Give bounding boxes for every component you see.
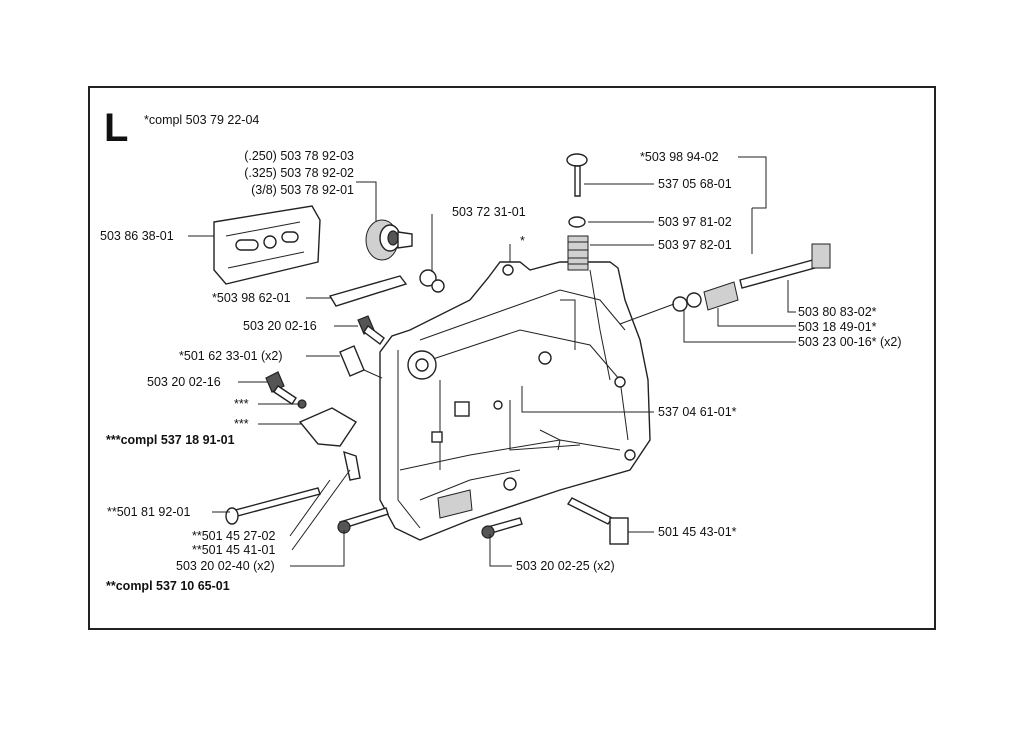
oil-pump-parts xyxy=(566,153,589,271)
bar-plate xyxy=(213,205,321,285)
label-501-62-33-01: *501 62 33-01 (x2) xyxy=(179,349,283,363)
label-503-97-82-01: 503 97 82-01 xyxy=(658,238,732,252)
label-537-05-68-01: 537 05 68-01 xyxy=(658,177,732,191)
clutch-cover xyxy=(379,261,651,541)
label-503-20-02-40: 503 20 02-40 (x2) xyxy=(176,559,275,573)
label-3star-a: *** xyxy=(234,397,249,411)
label-star: * xyxy=(520,234,525,248)
label-537-04-61-01: 537 04 61-01* xyxy=(658,405,737,419)
label-503-23-00-16: 503 23 00-16* (x2) xyxy=(798,335,902,349)
label-501-45-27-02: **501 45 27-02 xyxy=(192,529,276,543)
label-503-20-02-25: 503 20 02-25 (x2) xyxy=(516,559,615,573)
label-503-97-81-02: 503 97 81-02 xyxy=(658,215,732,229)
label-3star-b: *** xyxy=(234,417,249,431)
label-501-45-43-01: 501 45 43-01* xyxy=(658,525,737,539)
label-compl-537-10-65-01: **compl 537 10 65-01 xyxy=(106,579,230,593)
label-p38: (3/8) 503 78 92-01 xyxy=(251,183,354,197)
label-503-18-49-01: 503 18 49-01* xyxy=(798,320,877,334)
screw-503200216a xyxy=(357,315,385,346)
label-501-45-41-01: **501 45 41-01 xyxy=(192,543,276,557)
label-503-20-02-16-a: 503 20 02-16 xyxy=(243,319,317,333)
bar-nut xyxy=(365,219,413,261)
screw-503200216b xyxy=(265,371,297,405)
label-503-72-31-01: 503 72 31-01 xyxy=(452,205,526,219)
label-503-98-62-01: *503 98 62-01 xyxy=(212,291,291,305)
label-compl-main: *compl 503 79 22-04 xyxy=(144,113,260,127)
leader-lines xyxy=(188,156,796,567)
label-p325: (.325) 503 78 92-02 xyxy=(244,166,354,180)
section-letter: L xyxy=(104,106,129,150)
label-503-20-02-16-b: 503 20 02-16 xyxy=(147,375,221,389)
label-501-81-92-01: **501 81 92-01 xyxy=(107,505,191,519)
label-503-80-83-02: 503 80 83-02* xyxy=(798,305,877,319)
label-p250: (.250) 503 78 92-03 xyxy=(244,149,354,163)
label-503-86-38-01: 503 86 38-01 xyxy=(100,229,174,243)
diagram-frame xyxy=(88,86,936,630)
label-503-98-94-02: *503 98 94-02 xyxy=(640,150,719,164)
label-compl-537-18-91-01: ***compl 537 18 91-01 xyxy=(106,433,235,447)
